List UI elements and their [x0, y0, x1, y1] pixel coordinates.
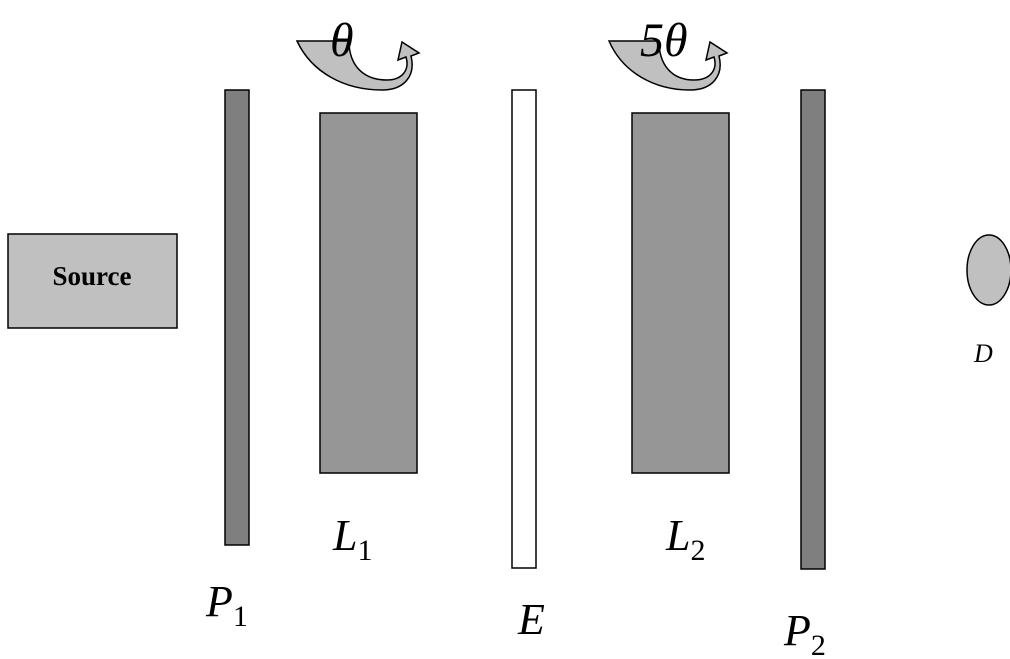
polarizer-1-plate	[224, 89, 250, 546]
rotation-arrow-icon	[295, 40, 421, 91]
element-e-plate	[511, 89, 537, 569]
lens-1-label: L1	[332, 511, 372, 567]
detector-label: D	[973, 339, 993, 368]
polarizer-2: P2	[783, 89, 826, 659]
element-e-label: E	[517, 595, 545, 644]
polarizer-2-plate	[800, 89, 826, 570]
lens-2-rotation-label: 5θ	[640, 14, 688, 67]
detector: D	[966, 234, 1010, 368]
source-label: Source	[53, 261, 132, 291]
lens-2-label: L2	[665, 511, 705, 567]
element-e: E	[511, 89, 545, 644]
polarizer-1-label: P1	[205, 577, 248, 633]
lens-1: L1 θ	[295, 14, 421, 567]
source-box	[7, 233, 178, 329]
polarizer-2-label: P2	[783, 606, 826, 659]
lens-2-block	[631, 112, 730, 474]
lens-2: L2 5θ	[607, 14, 730, 567]
source: Source	[7, 233, 178, 329]
polarizer-1: P1	[205, 89, 250, 633]
rotation-arrow-icon	[607, 40, 729, 91]
lens-1-rotation-label: θ	[330, 14, 354, 67]
lens-1-block	[319, 112, 418, 474]
detector-icon	[966, 234, 1010, 306]
